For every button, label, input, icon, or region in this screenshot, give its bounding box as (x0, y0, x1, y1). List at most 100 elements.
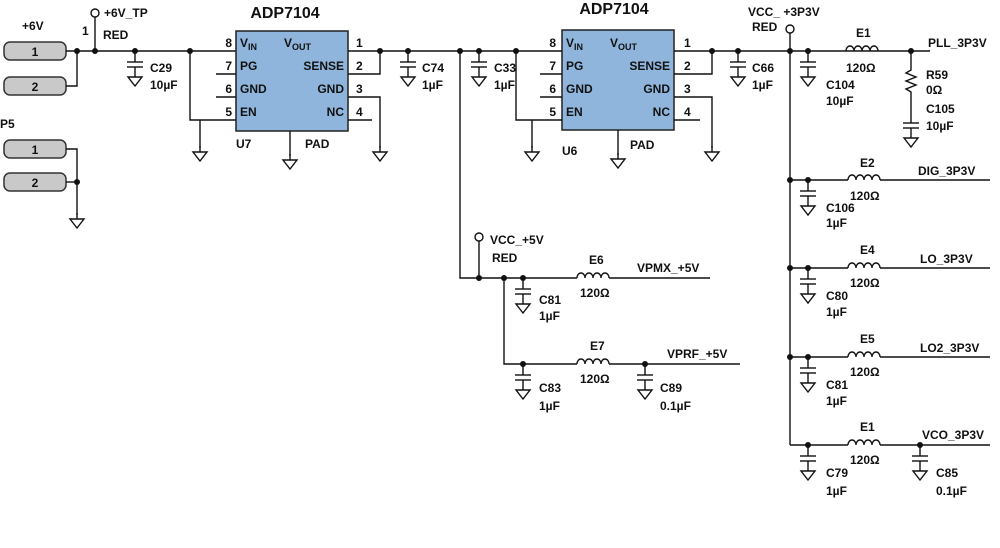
svg-text:C105: C105 (926, 102, 955, 116)
svg-text:U7: U7 (236, 137, 252, 151)
ferrite-e2: E2 120Ω (847, 156, 881, 203)
svg-text:8: 8 (225, 36, 232, 50)
svg-text:RED: RED (752, 20, 778, 34)
ferrite-e1-vco: E1 120Ω (847, 420, 881, 467)
svg-text:4: 4 (684, 105, 691, 119)
svg-text:7: 7 (549, 59, 556, 73)
svg-text:1µF: 1µF (422, 78, 443, 92)
svg-text:C104: C104 (826, 78, 855, 92)
svg-text:C89: C89 (660, 381, 682, 395)
svg-text:1: 1 (356, 36, 363, 50)
regulator-u6: ADP7104 8 7 6 5 VIN PG GND EN VOUT SENSE… (549, 1, 691, 158)
svg-text:PAD: PAD (305, 137, 330, 151)
net-lo-3p3v: LO_3P3V (920, 252, 973, 266)
svg-text:GND: GND (566, 82, 593, 96)
test-point-5v: VCC_+5V RED (474, 232, 544, 281)
svg-text:1: 1 (82, 24, 89, 38)
svg-text:PAD: PAD (630, 138, 655, 152)
connector-6v: +6V 1 2 (3, 19, 78, 96)
svg-text:10µF: 10µF (926, 119, 954, 133)
svg-text:C74: C74 (422, 61, 444, 75)
svg-text:6: 6 (225, 82, 232, 96)
svg-text:VOUT: VOUT (284, 36, 312, 52)
u6-title: ADP7104 (579, 1, 648, 18)
svg-text:1µF: 1µF (826, 394, 847, 408)
svg-text:E5: E5 (860, 332, 875, 346)
ferrite-e7: E7 120Ω (576, 339, 610, 386)
svg-text:C33: C33 (494, 61, 516, 75)
connector-p5: P5 1 2 (0, 117, 85, 229)
svg-text:C81: C81 (826, 378, 848, 392)
svg-text:+6V_TP: +6V_TP (104, 6, 148, 20)
net-vprf-5v: VPRF_+5V (667, 347, 727, 361)
connector-6v-label: +6V (22, 19, 44, 33)
svg-text:E1: E1 (856, 26, 871, 40)
svg-text:1µF: 1µF (494, 78, 515, 92)
net-lo2-3p3v: LO2_3P3V (920, 341, 979, 355)
svg-text:1µF: 1µF (826, 216, 847, 230)
svg-text:NC: NC (327, 105, 345, 119)
svg-text:C80: C80 (826, 289, 848, 303)
svg-text:1µF: 1µF (539, 309, 560, 323)
svg-text:RED: RED (492, 251, 518, 265)
test-point-6v: +6V_TP 1 RED (82, 6, 148, 51)
capacitor-c80: C80 1µF (799, 267, 848, 319)
capacitor-c79: C79 1µF (799, 444, 848, 498)
capacitor-c104: C104 10µF (799, 50, 855, 108)
svg-text:1: 1 (684, 36, 691, 50)
svg-text:PG: PG (566, 59, 583, 73)
capacitor-c33: C33 1µF (470, 50, 516, 92)
svg-text:GND: GND (240, 82, 267, 96)
svg-text:1µF: 1µF (826, 305, 847, 319)
test-point-3p3v: VCC_ +3P3V RED (748, 5, 820, 51)
capacitor-c105: C105 10µF (902, 102, 955, 148)
svg-text:SENSE: SENSE (629, 59, 670, 73)
svg-text:C106: C106 (826, 201, 855, 215)
svg-text:1µF: 1µF (539, 399, 560, 413)
resistor-r59: R59 0Ω (904, 51, 948, 112)
svg-text:C81: C81 (539, 293, 561, 307)
svg-text:U6: U6 (562, 144, 578, 158)
svg-text:120Ω: 120Ω (580, 372, 610, 386)
svg-text:NC: NC (653, 105, 671, 119)
svg-text:1µF: 1µF (752, 78, 773, 92)
capacitor-c83: C83 1µF (514, 363, 561, 413)
capacitor-c81: C81 1µF (514, 277, 561, 323)
svg-text:0.1µF: 0.1µF (660, 399, 691, 413)
svg-text:120Ω: 120Ω (850, 365, 880, 379)
capacitor-c106: C106 1µF (799, 179, 855, 230)
u7-title: ADP7104 (250, 5, 319, 22)
svg-text:10µF: 10µF (150, 78, 178, 92)
svg-text:E2: E2 (860, 156, 875, 170)
svg-text:120Ω: 120Ω (850, 189, 880, 203)
ferrite-e6: E6 120Ω (576, 253, 610, 300)
svg-text:120Ω: 120Ω (580, 286, 610, 300)
svg-text:120Ω: 120Ω (846, 61, 876, 75)
svg-text:120Ω: 120Ω (850, 453, 880, 467)
svg-text:4: 4 (356, 105, 363, 119)
net-dig-3p3v: DIG_3P3V (918, 164, 975, 178)
svg-text:EN: EN (240, 105, 257, 119)
svg-text:VIN: VIN (240, 36, 257, 52)
svg-text:GND: GND (643, 82, 670, 96)
svg-text:VIN: VIN (566, 36, 583, 52)
svg-text:5: 5 (549, 105, 556, 119)
svg-text:C83: C83 (539, 381, 561, 395)
svg-text:1µF: 1µF (826, 484, 847, 498)
net-vco-3p3v: VCO_3P3V (922, 428, 984, 442)
svg-text:PG: PG (240, 59, 257, 73)
svg-text:3: 3 (684, 82, 691, 96)
svg-text:5: 5 (225, 105, 232, 119)
svg-text:GND: GND (317, 82, 344, 96)
capacitor-c81-lo2: C81 1µF (799, 356, 848, 408)
svg-text:2: 2 (356, 59, 363, 73)
svg-text:120Ω: 120Ω (850, 276, 880, 290)
net-pll-3p3v: PLL_3P3V (928, 36, 987, 50)
svg-text:VOUT: VOUT (610, 36, 638, 52)
svg-text:VCC_ +3P3V: VCC_ +3P3V (748, 5, 820, 19)
net-vpmx-5v: VPMX_+5V (637, 261, 699, 275)
svg-text:C79: C79 (826, 466, 848, 480)
svg-text:E1: E1 (860, 420, 875, 434)
svg-text:EN: EN (566, 105, 583, 119)
